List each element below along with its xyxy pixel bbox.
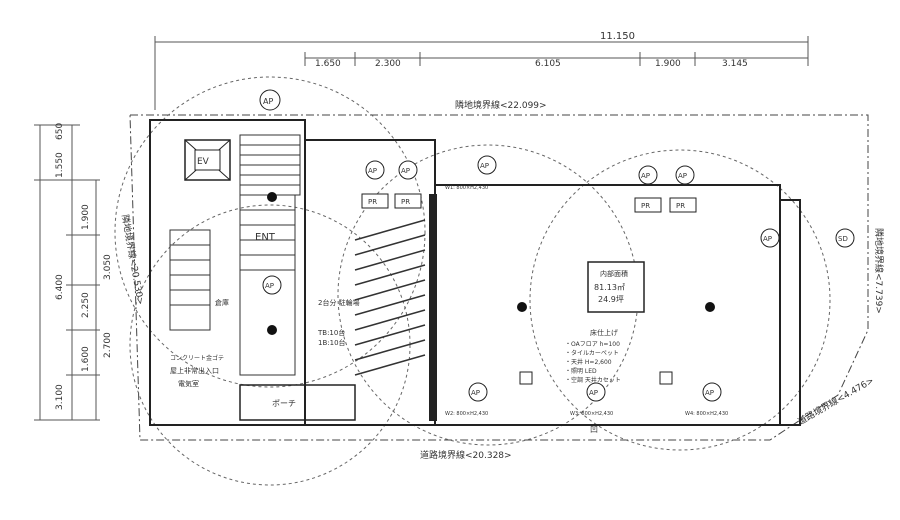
dim-left-9: 3.100: [55, 384, 65, 410]
ap-label-1: AP: [368, 167, 377, 175]
notes-line-4: ・照明 LED: [565, 368, 597, 375]
wifi-coverage-circles: [114, 76, 831, 486]
bike-note-1: TB:10台: [317, 328, 345, 337]
warehouse-label: 倉庫: [215, 298, 229, 307]
bike-parking-label: 2台分 駐輪場: [318, 298, 360, 307]
stair-note: コンクリート金ゴテ: [170, 354, 224, 362]
pr-label-1: PR: [368, 198, 377, 206]
notes-line-5: ・空調 天井カセット: [565, 376, 621, 384]
side-stair: [169, 229, 211, 331]
ap-label-top: AP: [263, 97, 273, 106]
top-dimension-chain: [154, 36, 809, 110]
pr-boxes: [361, 193, 697, 213]
pr-label-4: PR: [676, 202, 685, 210]
dim-top-seg-4: 1.900: [655, 59, 681, 69]
left-dimension-chain: [34, 124, 100, 421]
notes-line-2: ・タイルカーペット: [565, 349, 619, 357]
notes-title: 床仕上げ: [590, 328, 618, 337]
dim-top-seg-3: 6.105: [535, 59, 561, 69]
ap-label-ent: AP: [265, 282, 274, 290]
floor-area-title: 内部面積: [600, 269, 628, 278]
ap-label-10: AP: [705, 389, 714, 397]
bike-note-2: 1B:10台: [318, 338, 346, 347]
ev-label: EV: [197, 157, 210, 167]
notes-line-1: ・OAフロア h=100: [565, 341, 620, 348]
boundary-br-label: 道路境界線<4.476>: [796, 374, 876, 427]
boundary-top-label: 隣地境界線<22.099>: [455, 99, 547, 111]
ap-label-8: AP: [471, 389, 480, 397]
ent-label: ENT: [255, 232, 276, 243]
notes-line-3: ・天井 H=2,600: [565, 358, 612, 366]
site-boundary: [129, 114, 869, 441]
dim-left-5: 2.250: [81, 292, 91, 318]
floor-area-tsubo: 24.9坪: [598, 295, 624, 304]
ap-label-7: SD: [838, 235, 848, 243]
dim-left-6: 2.700: [103, 332, 113, 358]
dim-left-1: 1.550: [55, 152, 65, 178]
stair-flight-upper: [239, 134, 301, 196]
dim-left-3: 1.900: [81, 204, 91, 230]
window-label-2: W2: 800×H2,430: [445, 411, 488, 417]
dim-left-4: 3.050: [103, 254, 113, 280]
access-point-markers: [259, 89, 855, 402]
window-label-3: W3: 800×H2,430: [570, 411, 613, 417]
floor-area-value: 81.13㎡: [594, 283, 625, 292]
ap-label-9: AP: [589, 389, 598, 397]
dim-top-seg-1: 1.650: [315, 59, 341, 69]
boundary-bottom-label: 道路境界線<20.328>: [420, 449, 512, 461]
boundary-left-label: 隣地境界線<20.530>: [119, 213, 147, 305]
dim-left-8: 6.400: [55, 274, 65, 300]
elevator-shaft: EV: [184, 139, 231, 181]
floor-area-box: [587, 261, 645, 313]
ap-label-5: AP: [678, 172, 687, 180]
window-label-1: W1: 800×H2,430: [445, 185, 488, 191]
boundary-right-label: 隣地境界線<7.739>: [873, 228, 885, 314]
dim-left-7: 1.600: [81, 346, 91, 372]
ap-label-3: AP: [480, 162, 489, 170]
dim-left-2: 650: [55, 123, 65, 140]
ap-label-6: AP: [763, 235, 772, 243]
ap-label-2: AP: [401, 167, 410, 175]
columns: [267, 192, 715, 385]
ap-label-4: AP: [641, 172, 650, 180]
porch-area: [239, 384, 356, 421]
building-walls: [149, 119, 801, 426]
pr-label-3: PR: [641, 202, 650, 210]
dim-top-total: 11.150: [600, 31, 635, 42]
bike-parking-stripes: [354, 219, 426, 376]
porch-label: ポーチ: [272, 399, 296, 408]
dim-top-seg-5: 3.145: [722, 59, 748, 69]
elec-room-label: 電気室: [178, 379, 199, 388]
pr-label-2: PR: [401, 198, 410, 206]
roof-stair-label: 屋上非常出入口: [170, 366, 219, 375]
lower-mark: 凹: [590, 425, 598, 434]
dim-top-seg-2: 2.300: [375, 59, 401, 69]
window-label-4: W4: 800×H2,430: [685, 411, 728, 417]
